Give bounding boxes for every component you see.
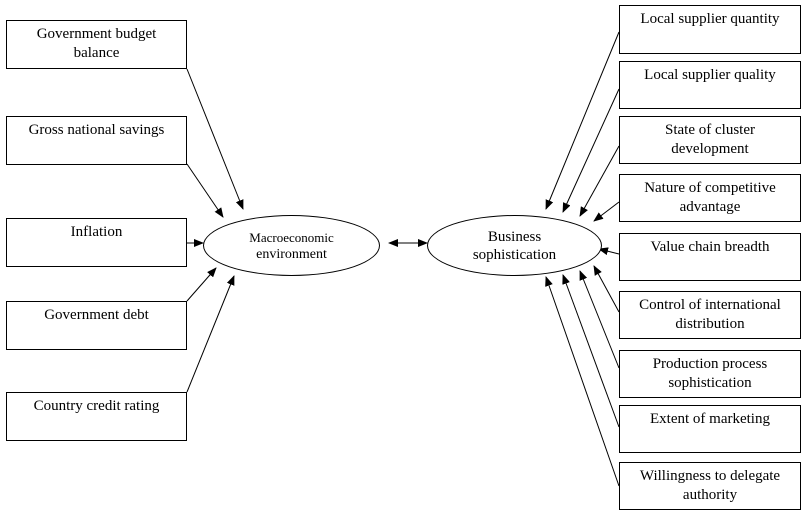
factor-box-willingness-to-delegate-authority: Willingness to delegate authority xyxy=(619,462,801,510)
factor-label: Local supplier quality xyxy=(644,67,776,83)
factor-box-government-debt: Government debt xyxy=(6,301,187,350)
factor-label: Nature of competitive xyxy=(644,180,776,196)
arrow-credit-to-macro xyxy=(186,275,235,393)
factor-box-production-process-sophistication: Production process sophistication xyxy=(619,350,801,398)
arrow-competitive-to-business xyxy=(593,201,620,222)
node-label: environment xyxy=(256,246,327,262)
node-label: sophistication xyxy=(472,246,557,263)
arrow-delegate-to-business xyxy=(545,276,620,487)
factor-label: advantage xyxy=(679,199,741,215)
factor-box-country-credit-rating: Country credit rating xyxy=(6,392,187,441)
arrow-marketing-to-business xyxy=(562,274,620,428)
arrow-savings-to-macro xyxy=(186,163,224,218)
factor-label: balance xyxy=(73,45,120,61)
factor-label: Control of international xyxy=(639,297,781,313)
factor-label: Willingness to delegate xyxy=(639,468,781,484)
factor-label: Government budget xyxy=(36,26,157,42)
factor-label: Extent of marketing xyxy=(650,411,770,427)
factor-label: State of cluster xyxy=(665,122,755,138)
factor-label: authority xyxy=(682,487,738,503)
factor-label: Country credit rating xyxy=(33,398,160,414)
factor-label: Inflation xyxy=(70,224,123,240)
factor-box-value-chain-breadth: Value chain breadth xyxy=(619,233,801,281)
arrow-value-chain-to-business xyxy=(598,247,620,256)
factor-box-local-supplier-quantity: Local supplier quantity xyxy=(619,5,801,54)
factor-box-control-of-international-distribution: Control of international distribution xyxy=(619,291,801,339)
factor-box-state-of-cluster-development: State of cluster development xyxy=(619,116,801,164)
factor-label: Value chain breadth xyxy=(650,239,770,255)
factor-label: distribution xyxy=(675,316,745,332)
factor-box-extent-of-marketing: Extent of marketing xyxy=(619,405,801,453)
factor-label: sophistication xyxy=(668,375,752,391)
factor-box-local-supplier-quality: Local supplier quality xyxy=(619,61,801,109)
factor-label: Gross national savings xyxy=(28,122,165,138)
factor-label: Production process xyxy=(652,356,768,372)
arrow-budget-to-macro xyxy=(186,68,244,210)
node-macroeconomic-environment: Macroeconomic environment xyxy=(203,215,380,276)
arrow-supplier-quantity-to-business xyxy=(545,31,620,210)
node-label: Business xyxy=(487,228,542,245)
factor-box-gross-national-savings: Gross national savings xyxy=(6,116,187,165)
node-label: Macroeconomic xyxy=(249,229,334,245)
arrow-debt-to-macro xyxy=(186,267,217,302)
factor-label: development xyxy=(671,141,749,157)
arrow-cluster-to-business xyxy=(579,145,620,217)
factor-box-government-budget-balance: Government budget balance xyxy=(6,20,187,69)
node-business-sophistication: Business sophistication xyxy=(427,215,602,276)
factor-label: Local supplier quantity xyxy=(640,11,780,27)
factor-box-inflation: Inflation xyxy=(6,218,187,267)
arrow-supplier-quality-to-business xyxy=(562,88,620,213)
arrow-production-to-business xyxy=(579,270,620,369)
arrow-distribution-to-business xyxy=(593,265,620,313)
factor-box-nature-of-competitive-advantage: Nature of competitive advantage xyxy=(619,174,801,222)
factor-label: Government debt xyxy=(44,307,149,323)
